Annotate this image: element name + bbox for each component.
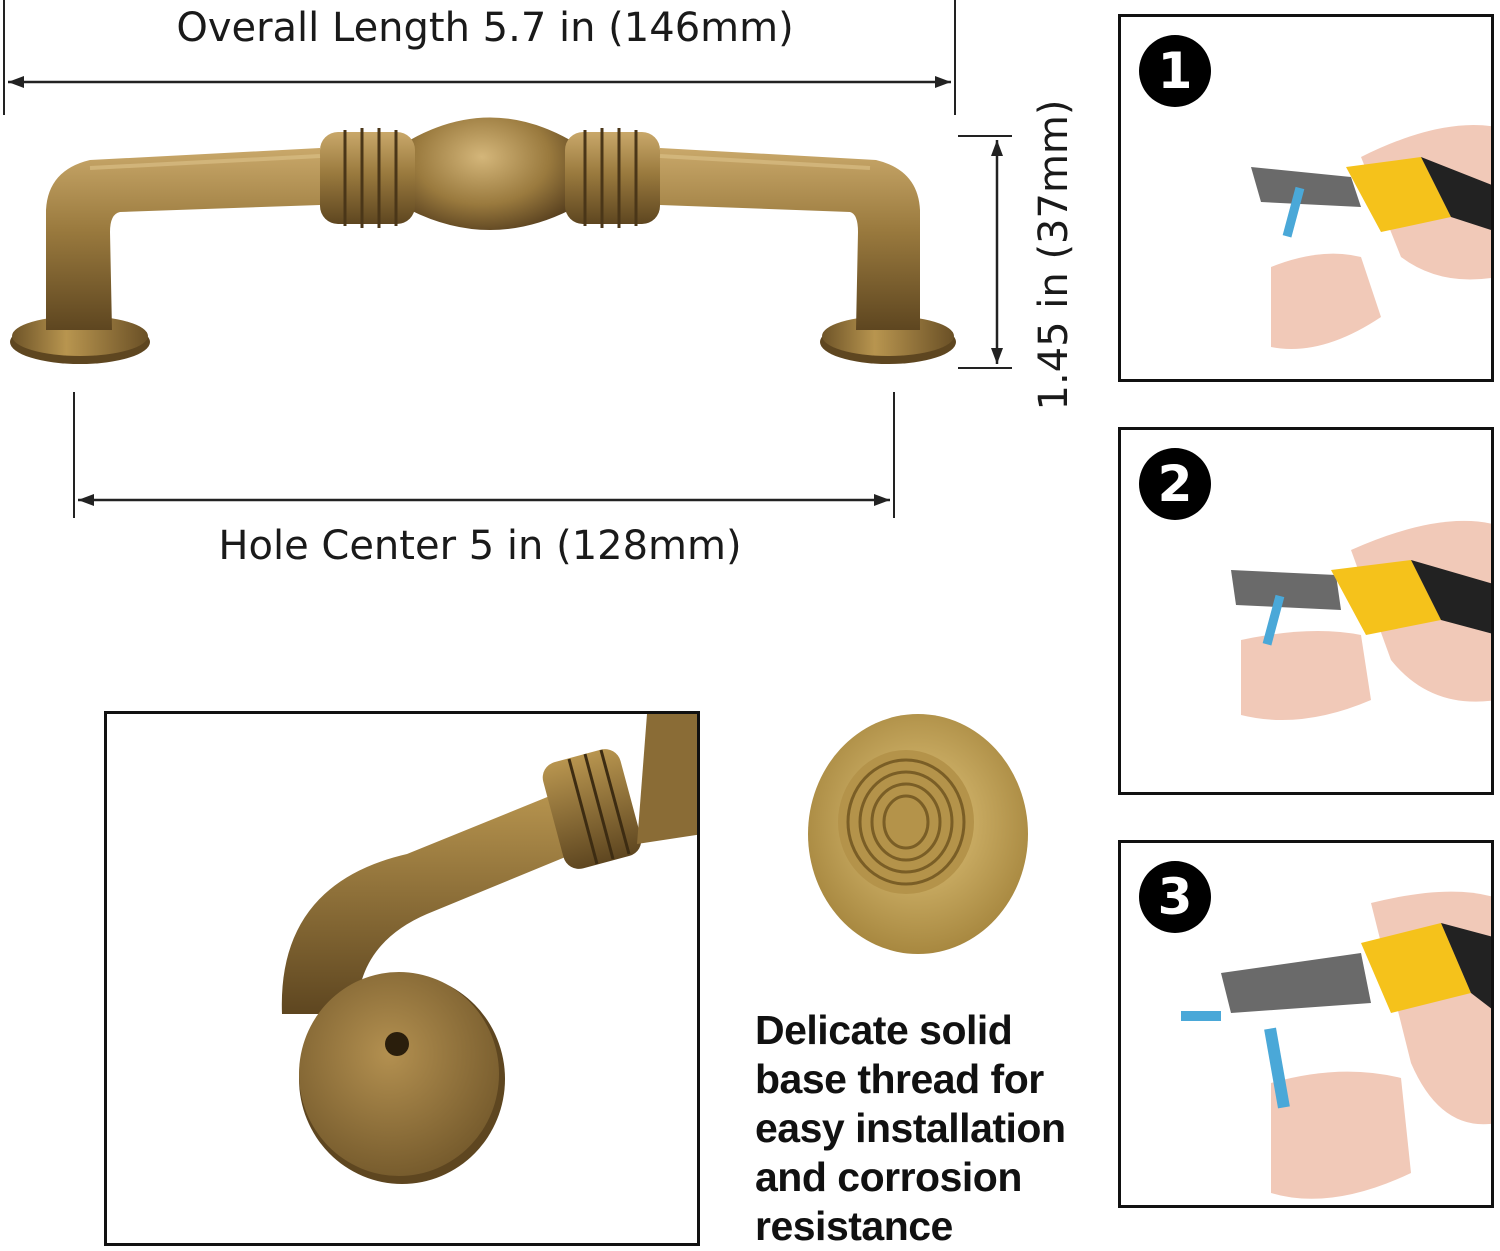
step-1-image	[1251, 125, 1491, 349]
step-2-number-badge: 2	[1139, 448, 1211, 520]
step-3-image	[1181, 891, 1491, 1199]
feature-line: easy installation	[755, 1105, 1066, 1151]
step-1-number-badge: 1	[1139, 35, 1211, 107]
feature-line: resistance	[755, 1203, 953, 1249]
handle-dimension-diagram	[3, 0, 1012, 518]
handle-foot-closeup-panel	[104, 711, 700, 1246]
hole-center-label: Hole Center 5 in (128mm)	[218, 523, 742, 569]
feature-description: Delicate solid base thread for easy inst…	[755, 1006, 1115, 1251]
feature-line: base thread for	[755, 1056, 1044, 1102]
height-label: 1.45 in (37mm)	[1031, 99, 1077, 411]
overall-length-label: Overall Length 5.7 in (146mm)	[176, 5, 794, 51]
step-2-panel: 2	[1118, 427, 1494, 795]
feature-line: and corrosion	[755, 1154, 1022, 1200]
step-2-image	[1231, 520, 1491, 720]
bronze-handle-image	[10, 117, 956, 364]
step-3-panel: 3	[1118, 840, 1494, 1208]
handle-foot-closeup-image	[281, 714, 697, 1184]
thread-base-closeup-image	[808, 714, 1028, 954]
overall-length-dimension-line	[3, 0, 956, 115]
step-1-panel: 1	[1118, 14, 1494, 382]
step-3-number-badge: 3	[1139, 861, 1211, 933]
height-dimension-line	[958, 135, 1012, 369]
hole-center-dimension-line	[73, 392, 895, 518]
feature-line: Delicate solid	[755, 1007, 1013, 1053]
